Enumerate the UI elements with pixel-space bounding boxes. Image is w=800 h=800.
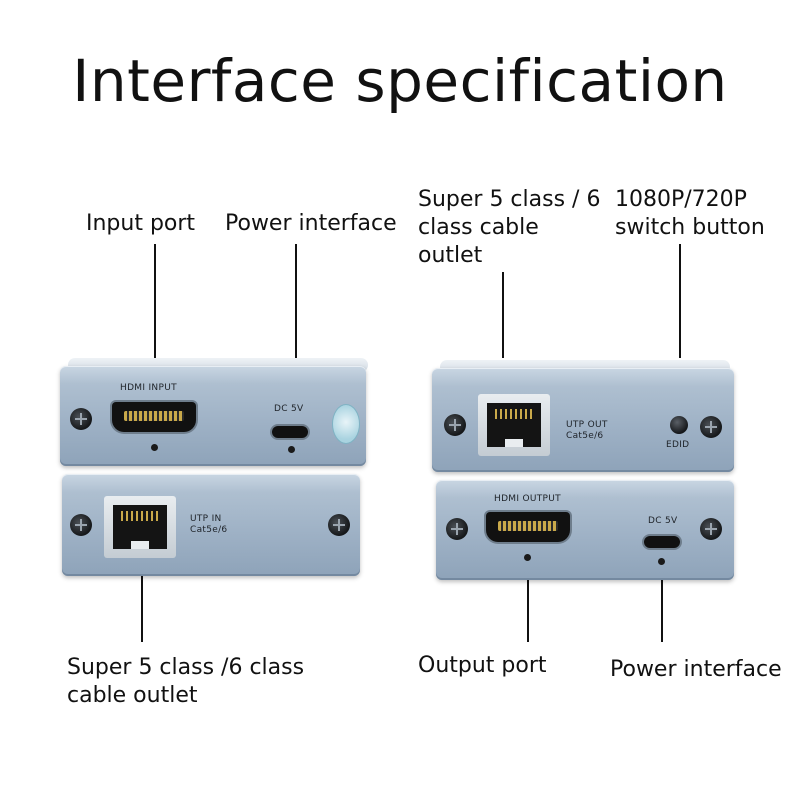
callout-power-interface-left: Power interface (225, 211, 397, 236)
led-indicator-icon (151, 444, 158, 451)
leader-cable-left (141, 560, 143, 642)
callout-input-port: Input port (86, 211, 196, 236)
screw-icon (70, 514, 92, 536)
hdmi-input-label: HDMI INPUT (120, 383, 177, 393)
dc-5v-label-left: DC 5V (274, 404, 304, 414)
page-title: Interface specification (72, 47, 728, 115)
right-unit-bottom-panel: HDMI OUTPUT DC 5V (436, 480, 734, 580)
utp-out-label: UTP OUT Cat5e/6 (566, 420, 608, 441)
led-indicator-icon (288, 446, 295, 453)
led-indicator-icon (658, 558, 665, 565)
callout-power-interface-right: Power interface (610, 657, 782, 682)
screw-icon (446, 518, 468, 540)
leader-output-port (527, 576, 529, 642)
screw-icon (70, 408, 92, 430)
hdmi-output-port[interactable] (486, 512, 570, 542)
rj45-socket-icon (113, 505, 167, 549)
left-unit-bottom-panel: UTP IN Cat5e/6 (62, 474, 360, 576)
screw-icon (328, 514, 350, 536)
edid-label: EDID (666, 440, 690, 450)
power-port-right[interactable] (644, 536, 680, 548)
hdmi-output-label: HDMI OUTPUT (494, 494, 561, 504)
callout-output-port: Output port (418, 653, 547, 678)
callout-cable-outlet-left: Super 5 class /6 class cable outlet (67, 655, 305, 708)
callout-switch-button: 1080P/720P switch button (615, 187, 765, 240)
callout-cable-outlet-right: Super 5 class / 6 class cable outlet (418, 187, 601, 268)
hdmi-input-port[interactable] (112, 402, 196, 432)
leader-power-right (661, 576, 663, 642)
left-unit-top-panel: HDMI INPUT DC 5V (60, 366, 366, 466)
power-port-left[interactable] (272, 426, 308, 438)
edid-switch-button[interactable] (670, 416, 688, 434)
screw-icon (700, 518, 722, 540)
dc-5v-label-right: DC 5V (648, 516, 678, 526)
utp-out-port[interactable] (478, 394, 550, 456)
screw-icon (700, 416, 722, 438)
leader-input-port (154, 244, 156, 358)
utp-in-label: UTP IN Cat5e/6 (190, 514, 228, 535)
led-indicator-icon (524, 554, 531, 561)
sticker-icon (332, 404, 360, 444)
leader-cable-right (502, 272, 504, 358)
leader-switch-button (679, 244, 681, 358)
screw-icon (444, 414, 466, 436)
right-unit-top-panel: UTP OUT Cat5e/6 EDID (432, 368, 734, 472)
rj45-socket-icon (487, 403, 541, 447)
leader-power-left (295, 244, 297, 358)
utp-in-port[interactable] (104, 496, 176, 558)
